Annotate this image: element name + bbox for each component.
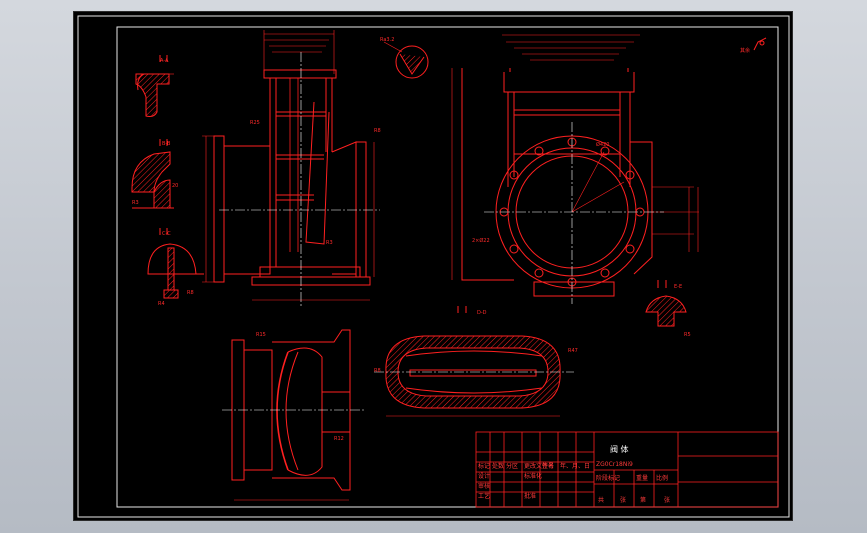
tb-cell-sheet: 张 <box>664 496 670 504</box>
detail-callout: Ra3.2 <box>380 37 429 79</box>
section-d-d-view: D-D R47 R8 <box>374 306 578 417</box>
front-section-view: R25 R8 R3 <box>202 30 381 301</box>
tb-cell-process: 工艺 <box>478 492 490 500</box>
svg-text:R8: R8 <box>187 290 194 296</box>
bottom-plan-view: R12 R15 <box>222 329 364 501</box>
svg-text:R3: R3 <box>326 240 333 246</box>
tb-cell-no: 第 <box>640 496 646 504</box>
tb-cell-zone: 分区 <box>506 462 518 470</box>
svg-text:R8: R8 <box>374 128 381 134</box>
tb-cell-count: 处数 <box>492 462 504 470</box>
tb-cell-weight: 重量 <box>636 474 648 482</box>
tb-cell-review: 审核 <box>478 482 490 490</box>
tb-cell-stage: 阶段标记 <box>596 474 620 482</box>
tb-cell-total: 共 <box>598 496 604 504</box>
roughness-note: 其余 <box>740 47 750 54</box>
svg-text:R5: R5 <box>684 332 691 338</box>
cad-viewport[interactable]: A-A B-B R3 20 C-C R8 R4 <box>73 11 793 521</box>
tb-cell-std: 标准化 <box>524 472 542 480</box>
outer-frame <box>77 15 790 518</box>
svg-text:R15: R15 <box>256 332 266 338</box>
svg-text:20: 20 <box>172 183 178 189</box>
drawing-sheet: A-A B-B R3 20 C-C R8 R4 <box>77 15 790 518</box>
section-c-c-view: C-C R8 R4 <box>147 228 204 307</box>
tb-cell-sign: 签名 <box>542 462 554 470</box>
tb-material: ZG0Cr18Ni9 <box>596 461 633 468</box>
roughness-symbol: 其余 <box>740 37 767 54</box>
section-e-e-label: E-E <box>674 284 682 290</box>
svg-text:R3: R3 <box>132 200 139 206</box>
svg-text:R25: R25 <box>250 120 260 126</box>
svg-text:2×Ø22: 2×Ø22 <box>472 237 490 244</box>
tb-cell-approve: 批准 <box>524 492 536 500</box>
svg-text:R8: R8 <box>374 368 381 374</box>
svg-text:R4: R4 <box>158 301 165 307</box>
section-a-a-view: A-A <box>135 55 174 117</box>
tb-drawing-name: 阀 体 <box>610 444 629 454</box>
title-block: 标记 处数 分区 更改文件号 签名 年、月、日 设计 标准化 审核 工艺 批准 … <box>475 431 779 508</box>
inner-frame <box>116 26 779 508</box>
svg-text:Ø420: Ø420 <box>596 141 609 148</box>
tb-cell-design: 设计 <box>478 472 490 480</box>
svg-text:R47: R47 <box>568 348 578 354</box>
section-e-e-view: E-E R5 <box>645 280 691 338</box>
tb-cell-change: 更改文件号 <box>524 462 554 470</box>
svg-text:R12: R12 <box>334 436 344 442</box>
tb-cell-sheets: 张 <box>620 496 626 504</box>
tb-cell-scale: 比例 <box>656 474 668 482</box>
section-d-d-label: D-D <box>477 310 487 316</box>
svg-text:Ra3.2: Ra3.2 <box>380 37 394 43</box>
tb-cell-mark: 标记 <box>478 462 490 470</box>
side-view: Ø420 2×Ø22 <box>451 34 699 297</box>
section-a-a-label: A-A <box>160 58 169 64</box>
tb-cell-date: 年、月、日 <box>560 462 590 470</box>
section-b-b-view: B-B R3 20 <box>131 139 178 209</box>
